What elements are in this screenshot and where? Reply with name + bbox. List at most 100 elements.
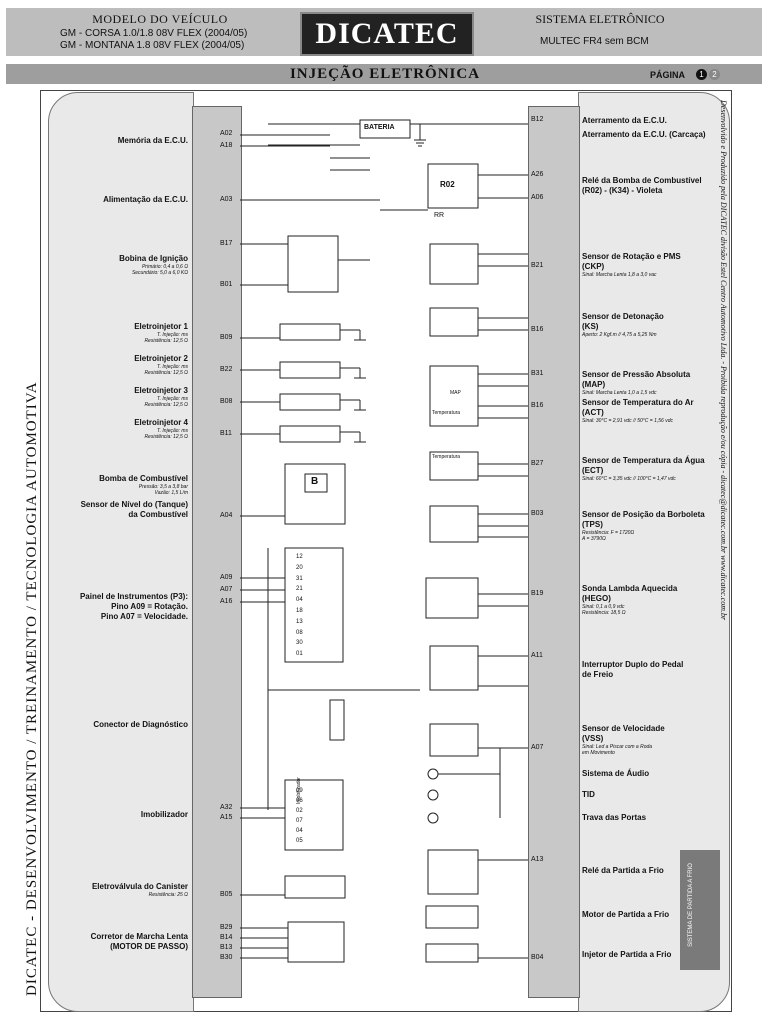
immo-pin: 04	[296, 828, 303, 834]
pin-b30: B30	[220, 954, 233, 961]
label-sensor-nivel: Sensor de Nível do (Tanque) da Combustív…	[80, 500, 188, 519]
pin-a15: A15	[220, 814, 233, 821]
immo-pin: 02	[296, 808, 303, 814]
pin-a02: A02	[220, 130, 233, 137]
label-memoria-ecu: Memória da E.C.U.	[117, 136, 188, 145]
label-eletroinjetor-3: Eletroinjetor 3	[134, 386, 188, 395]
page-2-indicator[interactable]: 2	[709, 69, 720, 80]
pin-b12: B12	[531, 116, 544, 123]
pin-a13: A13	[531, 856, 544, 863]
sub-sensor-detonacao: Aperto: 2 Kgf.m // 4,75 a 5,25 Nm	[582, 332, 657, 338]
pin-b19: B19	[531, 590, 544, 597]
cold-start-box	[680, 850, 720, 970]
sub-sonda-lambda: Sinal: 0,1 a 0,9 vdc Resistência: 18,5 Ω	[582, 604, 626, 616]
model-title: MODELO DO VEÍCULO	[92, 12, 228, 26]
label-sensor-tps: Sensor de Posição da Borboleta (TPS)	[582, 510, 705, 529]
pin-a07-vss: A07	[531, 744, 544, 751]
pin-a16: A16	[220, 598, 233, 605]
pump-letter: B	[311, 476, 319, 487]
pin-a18: A18	[220, 142, 233, 149]
sub-eletroinjetor-1: T. Injeção: ms Resistência: 12,5 Ω	[144, 332, 188, 344]
label-sonda-lambda: Sonda Lambda Aquecida (HEGO)	[582, 584, 678, 603]
model-line-1: GM - CORSA 1.0/1.8 08V FLEX (2004/05)	[60, 28, 248, 39]
panel-pin: 20	[296, 564, 303, 571]
label-motor-partida-frio: Motor de Partida a Frio	[582, 910, 670, 919]
sub-sensor-ect: Sinal: 60°C = 3,35 vdc // 100°C = 1,47 v…	[582, 476, 676, 482]
sub-sensor-act: Sinal: 30°C = 2,91 vdc // 50°C = 1,56 vd…	[582, 418, 673, 424]
immo-pin: 05	[296, 838, 303, 844]
label-rele-bomba: Relé da Bomba de Combustível (R02) - (K3…	[582, 176, 702, 195]
label-eletroinjetor-1: Eletroinjetor 1	[134, 322, 188, 331]
ect-label: Temperatura	[432, 454, 461, 460]
ecu-right-connector-bar	[528, 106, 580, 998]
label-pino-a09: Pino A09 = Rotação.	[111, 602, 188, 611]
panel-pin: 18	[296, 607, 303, 614]
label-aterramento-ecu: Aterramento da E.C.U.	[582, 116, 667, 125]
diagram-frame	[40, 90, 732, 1012]
pin-a32: A32	[220, 804, 233, 811]
page-label: PÁGINA	[650, 70, 686, 80]
pin-a11: A11	[531, 652, 543, 659]
panel-pins: 12 20 31 21 04 18 13 08 30 01	[296, 552, 303, 660]
section-banner	[6, 64, 762, 84]
pin-b17: B17	[220, 240, 233, 247]
label-conector-diagnostico: Conector de Diagnóstico	[93, 720, 188, 729]
immo-pins: 09 06 02 07 04 05	[296, 786, 303, 846]
ecu-left-connector-bar	[192, 106, 242, 998]
brand-logo: DICATEC	[300, 12, 474, 56]
immo-pin: 06	[296, 798, 303, 804]
pin-b04: B04	[531, 954, 544, 961]
panel-pin: 31	[296, 575, 303, 582]
sub-bomba-combustivel: Pressão: 3,5 a 3,8 bar Vazão: 1,5 L/m	[138, 484, 188, 496]
pin-b16-ks: B16	[531, 326, 544, 333]
pin-b08: B08	[220, 398, 233, 405]
relay-rr-label: RR	[434, 212, 445, 219]
map-label: MAP	[450, 390, 461, 396]
pin-a07: A07	[220, 586, 233, 593]
label-bobina-ignicao: Bobina de Ignição	[119, 254, 188, 263]
pin-b22: B22	[220, 366, 233, 373]
label-trava-portas: Trava das Portas	[582, 813, 647, 822]
sub-eletroinjetor-3: T. Injeção: ms Resistência: 12,5 Ω	[144, 396, 188, 408]
relay-r02-label: R02	[440, 180, 455, 189]
label-eletrovalvula-canister: Eletroválvula do Canister	[91, 882, 188, 891]
pin-a09: A09	[220, 574, 233, 581]
label-imobilizador: Imobilizador	[140, 810, 188, 819]
section-title: INJEÇÃO ELETRÔNICA	[289, 66, 481, 82]
panel-pin: 21	[296, 586, 303, 593]
page-1-indicator[interactable]: 1	[696, 69, 707, 80]
system-subtitle: MULTEC FR4 sem BCM	[540, 36, 649, 47]
sub-eletroinjetor-2: T. Injeção: ms Resistência: 12,5 Ω	[144, 364, 188, 376]
label-sensor-ect: Sensor de Temperatura da Água (ECT)	[582, 456, 705, 475]
sub-sensor-rotacao: Sinal: Marcha Lenta 1,8 a 3,0 vac	[582, 272, 657, 278]
label-eletroinjetor-2: Eletroinjetor 2	[134, 354, 188, 363]
label-sensor-detonacao: Sensor de Detonação (KS)	[582, 312, 664, 331]
panel-pin: 08	[296, 629, 303, 636]
pin-b27: B27	[531, 460, 544, 467]
battery-symbol	[359, 119, 411, 139]
panel-pin: 04	[296, 597, 303, 604]
sub-eletroinjetor-4: T. Injeção: ms Resistência: 12,5 Ω	[144, 428, 188, 440]
pin-a04: A04	[220, 512, 233, 519]
pin-a03: A03	[220, 196, 233, 203]
panel-pin: 30	[296, 640, 303, 647]
label-sensor-velocidade: Sensor de Velocidade (VSS)	[582, 724, 665, 743]
label-sensor-map: Sensor de Pressão Absoluta (MAP)	[582, 370, 691, 389]
label-sistema-audio: Sistema de Áudio	[582, 769, 650, 778]
label-tid: TID	[582, 790, 595, 799]
label-alimentacao-ecu: Alimentação da E.C.U.	[103, 195, 188, 204]
model-line-2: GM - MONTANA 1.8 08V FLEX (2004/05)	[60, 40, 245, 51]
label-sensor-act: Sensor de Temperatura do Ar (ACT)	[582, 398, 694, 417]
pin-b14: B14	[220, 934, 233, 941]
pin-a26: A26	[531, 171, 544, 178]
label-painel-instrumentos: Painel de Instrumentos (P3):	[79, 592, 188, 601]
label-injetor-partida-frio: Injetor de Partida a Frio	[582, 950, 672, 959]
pin-b05: B05	[220, 891, 233, 898]
sub-sensor-tps: Resistência: F = 1720Ω A = 3790Ω	[582, 530, 635, 542]
label-corretor-marcha-lenta: Corretor de Marcha Lenta (MOTOR DE PASSO…	[90, 932, 188, 951]
panel-pin: 12	[296, 554, 303, 560]
pin-b03: B03	[531, 510, 544, 517]
pin-b09: B09	[220, 334, 233, 341]
label-pino-a07: Pino A07 = Velocidade.	[100, 612, 188, 621]
